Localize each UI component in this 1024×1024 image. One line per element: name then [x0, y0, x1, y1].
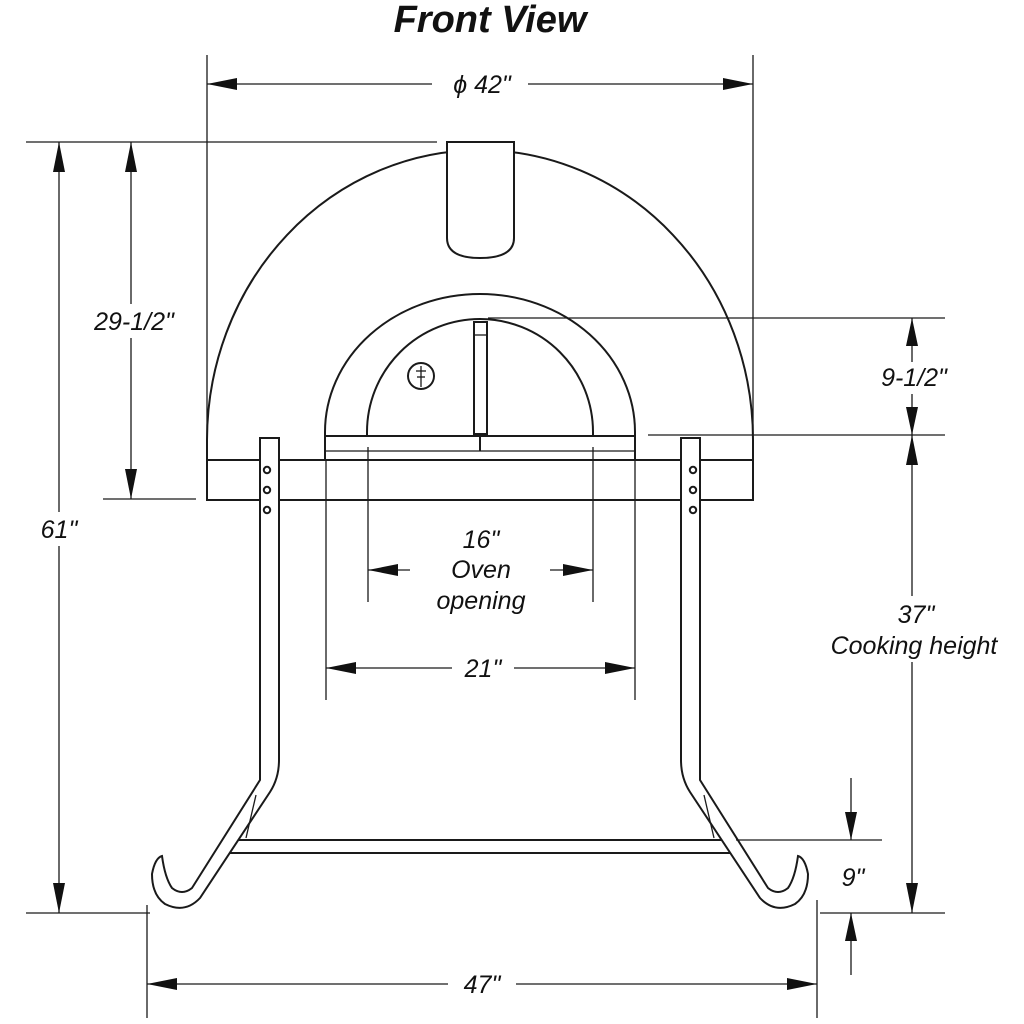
stand-crossbar [230, 839, 734, 854]
dimension-dome-height: 29-1/2" [85, 142, 196, 500]
dimension-inner-width-label: 21" [464, 655, 503, 683]
thermometer-icon [407, 362, 435, 390]
dimension-cooking-height: 37" Cooking height [820, 435, 1014, 914]
dimension-diameter: ϕ 42" [206, 55, 754, 455]
dimension-diameter-label: ϕ 42" [453, 71, 512, 99]
dimension-foot-height-label: 9" [842, 864, 866, 892]
dimension-oven-opening: 16" Oven opening [367, 447, 594, 616]
dimension-inner-width: 21" [325, 460, 636, 700]
oven-dome [206, 149, 754, 501]
dimension-opening-height: 9-1/2" [488, 317, 956, 436]
dimension-dome-height-label: 29-1/2" [93, 308, 175, 336]
dimension-overall-height: 61" [26, 141, 437, 914]
dimension-opening-height-label: 9-1/2" [881, 364, 948, 392]
dimension-oven-opening-line1: Oven [451, 556, 511, 584]
oven-opening [324, 293, 636, 460]
stand-leg-left [150, 437, 280, 909]
dimension-stand-width: 47" [146, 900, 818, 1018]
dimension-cooking-height-label: Cooking height [831, 632, 999, 660]
door-post [473, 321, 488, 435]
dimension-foot-height: 9" [736, 778, 882, 975]
drawing-title: Front View [394, 0, 589, 41]
stand-leg-right [680, 437, 810, 909]
dimension-cooking-height-value: 37" [898, 601, 936, 629]
dimension-stand-width-label: 47" [464, 971, 502, 999]
dimension-oven-opening-value: 16" [463, 526, 501, 554]
dimension-oven-opening-line2: opening [437, 587, 526, 615]
dimension-overall-height-label: 61" [41, 516, 79, 544]
chimney-flue [446, 141, 515, 260]
